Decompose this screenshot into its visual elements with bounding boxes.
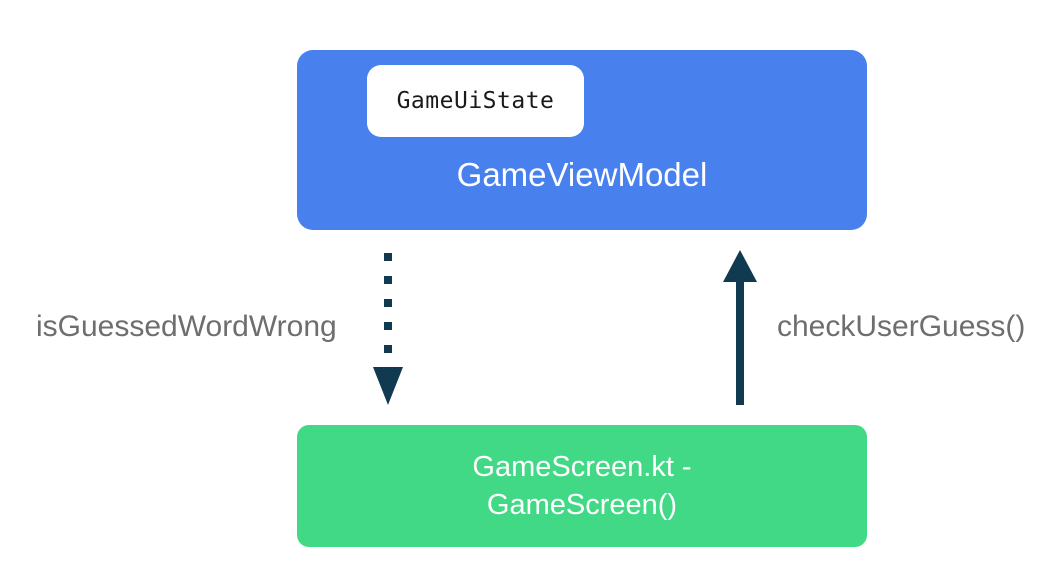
gameuistate-chip: GameUiState [367, 65, 584, 137]
up-arrowhead-icon [723, 250, 757, 282]
gamescreen-box: GameScreen.kt - GameScreen() [297, 425, 867, 547]
gameuistate-chip-label: GameUiState [396, 88, 555, 114]
dotted-arrow-dot [384, 322, 392, 330]
dotted-arrow-dot [384, 276, 392, 284]
down-arrowhead-icon [373, 367, 403, 405]
dotted-arrow-dot [384, 345, 392, 353]
gamescreen-title: GameScreen.kt - GameScreen() [472, 448, 691, 524]
state-flow-dotted-arrow [384, 253, 392, 353]
gamescreen-title-line1: GameScreen.kt - [472, 451, 692, 483]
gameviewmodel-box: GameUiState GameViewModel [297, 50, 867, 230]
up-arrow-label: checkUserGuess() [777, 310, 1026, 343]
dotted-arrow-dot [384, 253, 392, 261]
gameviewmodel-title: GameViewModel [456, 156, 708, 193]
up-arrow-line [736, 281, 744, 405]
gamescreen-title-line2: GameScreen() [486, 489, 678, 521]
dotted-arrow-dot [384, 299, 392, 307]
down-arrow-label: isGuessedWordWrong [36, 310, 337, 343]
